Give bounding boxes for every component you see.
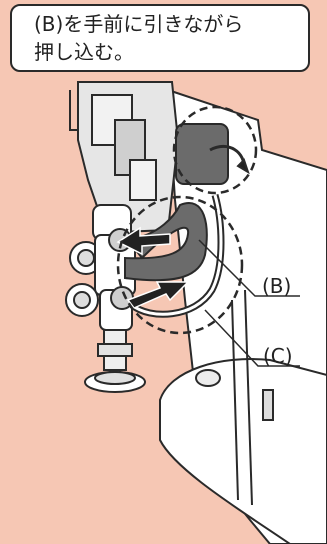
- instruction-line-2: 押し込む。: [34, 38, 298, 66]
- instruction-callout: (B)を手前に引きながら 押し込む。: [10, 4, 310, 72]
- instruction-line-1: (B)を手前に引きながら: [34, 10, 298, 38]
- label-c: (C): [263, 344, 293, 368]
- label-b: (B): [262, 274, 291, 298]
